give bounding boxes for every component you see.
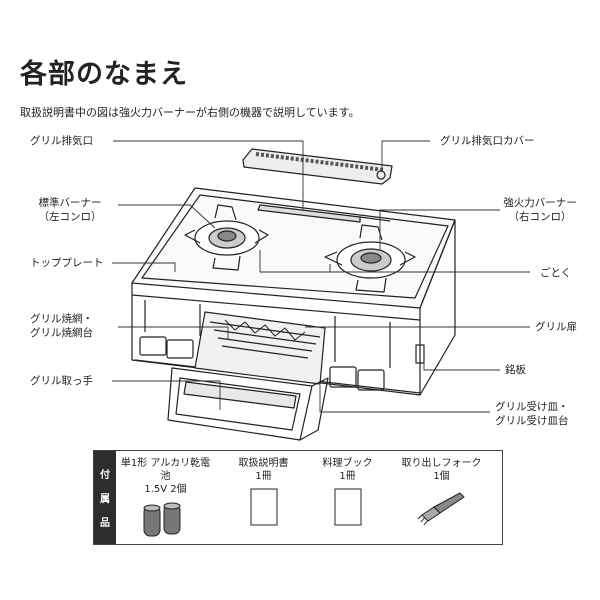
accessory-manual-qty: 1冊 bbox=[255, 471, 272, 482]
accessory-battery-qty: 1.5V 2個 bbox=[144, 484, 187, 495]
label-standard-burner-line1: 標準バーナー bbox=[38, 197, 102, 209]
page-subtitle: 取扱説明書中の図は強火力バーナーが右側の機器で説明しています。 bbox=[20, 106, 360, 119]
accessory-battery-name: 単1形 アルカリ乾電池 bbox=[120, 458, 211, 482]
fork-icon bbox=[417, 492, 465, 526]
accessory-fork-qty: 1個 bbox=[433, 471, 450, 482]
label-grill-net-line2: グリル焼網台 bbox=[30, 327, 93, 339]
grill-drawer-part bbox=[167, 311, 329, 441]
battery-icon bbox=[143, 502, 180, 537]
accessory-fork: 取り出しフォーク 1個 bbox=[394, 457, 489, 527]
accessory-cookbook: 料理ブック 1冊 bbox=[300, 457, 395, 527]
label-top-plate: トッププレート bbox=[30, 257, 104, 269]
left-burner-part bbox=[184, 204, 269, 271]
accessory-battery: 単1形 アルカリ乾電池 1.5V 2個 bbox=[118, 457, 213, 538]
accessory-cookbook-name: 料理ブック bbox=[322, 458, 373, 469]
accessory-manual-name: 取扱説明書 bbox=[238, 458, 289, 469]
top-plate-part bbox=[131, 187, 456, 309]
right-burner-part bbox=[324, 224, 416, 293]
label-strong-burner-line2: （右コンロ） bbox=[508, 211, 572, 223]
accessories-box: 付 属 品 単1形 アルカリ乾電池 1.5V 2個 取扱説明書 1冊 料理ブック… bbox=[93, 450, 503, 545]
label-grill-net-line1: グリル焼網・ bbox=[30, 313, 93, 325]
stove-body-part bbox=[131, 219, 456, 396]
accessory-cookbook-qty: 1冊 bbox=[339, 471, 356, 482]
label-nameplate: 銘板 bbox=[505, 364, 526, 376]
label-standard-burner: 標準バーナー （左コンロ） bbox=[30, 196, 110, 224]
label-grill-pan-line2: グリル受け皿台 bbox=[495, 415, 569, 427]
callout-lines bbox=[112, 140, 530, 413]
label-strong-burner: 強火力バーナー （右コンロ） bbox=[495, 196, 585, 224]
manual-icon bbox=[250, 488, 277, 526]
label-grill-handle: グリル取っ手 bbox=[30, 375, 93, 387]
label-grill-net: グリル焼網・ グリル焼網台 bbox=[30, 312, 93, 340]
side-char-1: 付 bbox=[100, 469, 110, 481]
label-gotoku: ごとく bbox=[540, 267, 572, 279]
label-grill-pan: グリル受け皿・ グリル受け皿台 bbox=[495, 400, 569, 428]
label-standard-burner-line2: （左コンロ） bbox=[38, 211, 102, 223]
label-grill-exhaust-cover: グリル排気口カバー bbox=[440, 135, 535, 147]
label-grill-door: グリル扉 bbox=[535, 321, 577, 333]
label-grill-pan-line1: グリル受け皿・ bbox=[495, 401, 569, 413]
grill-exhaust-cover-part bbox=[242, 148, 393, 185]
accessory-manual: 取扱説明書 1冊 bbox=[216, 457, 311, 527]
page-title: 各部のなまえ bbox=[20, 59, 188, 90]
label-strong-burner-line1: 強火力バーナー bbox=[503, 197, 577, 209]
accessory-fork-name: 取り出しフォーク bbox=[401, 458, 482, 469]
accessories-side-label: 付 属 品 bbox=[94, 451, 116, 544]
label-grill-exhaust: グリル排気口 bbox=[30, 135, 93, 147]
side-char-2: 属 bbox=[100, 493, 110, 505]
side-char-3: 品 bbox=[100, 518, 110, 530]
cookbook-icon bbox=[334, 488, 361, 526]
